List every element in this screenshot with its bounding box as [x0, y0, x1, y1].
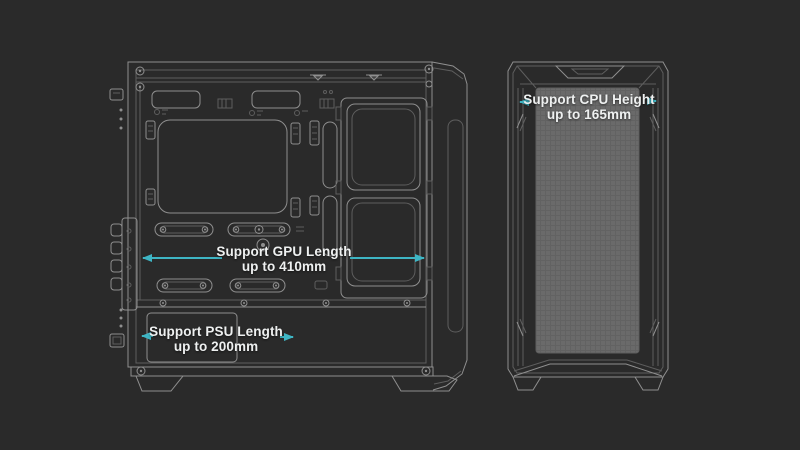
- rear-expansion-slots: [110, 217, 138, 311]
- right-foot: [391, 375, 458, 392]
- gpu-length-label-line2: up to 410mm: [241, 259, 327, 274]
- mounting-rails-row-1: [154, 222, 304, 237]
- bezel-struts: [516, 88, 660, 366]
- cpu-height-label: Support CPU Height up to 165mm: [504, 92, 674, 122]
- front-right-foot: [634, 376, 664, 391]
- fan-mount-cage: [335, 97, 433, 299]
- mounting-rails-row-2: [156, 278, 328, 293]
- inner-frame: [135, 69, 427, 364]
- fan-tray-2: [346, 197, 421, 287]
- left-foot: [135, 375, 185, 392]
- cpu-height-label-line1: Support CPU Height: [523, 92, 655, 107]
- case-front-edge: [431, 61, 468, 391]
- cable-tie-slots: [145, 120, 320, 218]
- top-vent-marks: [310, 74, 382, 81]
- fan-tray-1: [346, 103, 421, 191]
- cpu-cutout-opening: [157, 119, 288, 214]
- shroud-screws: [159, 299, 411, 307]
- front-panel-strip: [447, 119, 464, 333]
- psu-length-label-line2: up to 200mm: [173, 339, 259, 354]
- corner-screws: [135, 64, 434, 376]
- io-markings: [154, 90, 335, 116]
- psu-length-label: Support PSU Length up to 200mm: [131, 324, 301, 354]
- front-mesh-panel: [535, 87, 640, 354]
- case-side-view-drawing: [109, 61, 468, 392]
- psu-length-label-line1: Support PSU Length: [149, 324, 283, 339]
- top-groove: [554, 65, 626, 79]
- gpu-length-label-line1: Support GPU Length: [216, 244, 352, 259]
- cable-grommets: [151, 90, 301, 109]
- front-left-foot: [512, 376, 542, 391]
- gpu-length-label: Support GPU Length up to 410mm: [199, 244, 369, 274]
- rear-io-tabs: [109, 88, 125, 348]
- bottom-rail: [130, 366, 434, 377]
- dimension-arrows: [141, 97, 657, 341]
- cpu-height-label-line2: up to 165mm: [546, 107, 632, 122]
- standoff-grommet: [256, 238, 270, 252]
- front-base: [512, 359, 664, 391]
- cable-routing-covers: [322, 121, 338, 257]
- case-front-view-drawing: [507, 61, 669, 391]
